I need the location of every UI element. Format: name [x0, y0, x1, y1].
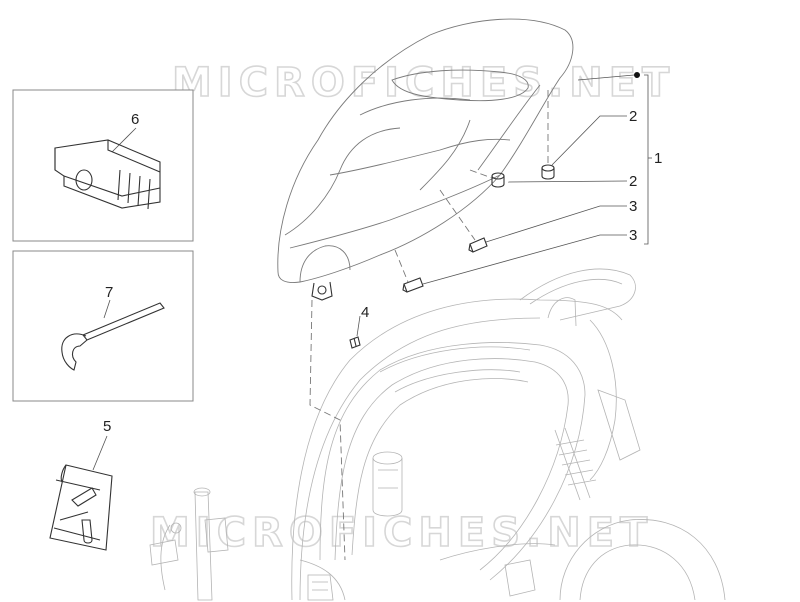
- leader-dot: [634, 72, 640, 78]
- assembly-line-spacer-2: [394, 249, 409, 283]
- watermark-bottom: MICROFICHES.NET: [150, 510, 653, 556]
- seat: [277, 18, 574, 301]
- callout-4: 4: [361, 304, 369, 321]
- assembly-line-seat-hinge: [309, 299, 346, 561]
- seat-hinge-clip: [54, 139, 161, 210]
- inset-box-6: 6: [12, 89, 194, 242]
- callout-2-lower: 2: [629, 173, 637, 190]
- assembly-line-spacer: [439, 189, 476, 241]
- callout-6: 6: [131, 111, 139, 128]
- seat-spacer-1: [468, 237, 488, 253]
- tool-kit-bag: [49, 464, 113, 551]
- callout-3-upper: 3: [629, 198, 637, 215]
- callout-1: 1: [654, 150, 662, 167]
- scooter-frame: [149, 268, 726, 601]
- assembly-line-bumper-2: [469, 169, 493, 179]
- leader-5: [92, 435, 108, 471]
- seat-rubber-bumper-2: [491, 172, 505, 188]
- leader-lines: [356, 72, 652, 337]
- spanner-wrench: [61, 302, 165, 371]
- seat-rubber-bumper-1: [541, 164, 555, 180]
- seat-screw: [349, 336, 361, 349]
- callout-7: 7: [105, 284, 113, 301]
- callout-5: 5: [103, 418, 111, 435]
- seat-spacer-2: [402, 277, 424, 293]
- inset-box-7: 7: [12, 250, 194, 402]
- callout-2-upper: 2: [629, 108, 637, 125]
- callout-3-lower: 3: [629, 227, 637, 244]
